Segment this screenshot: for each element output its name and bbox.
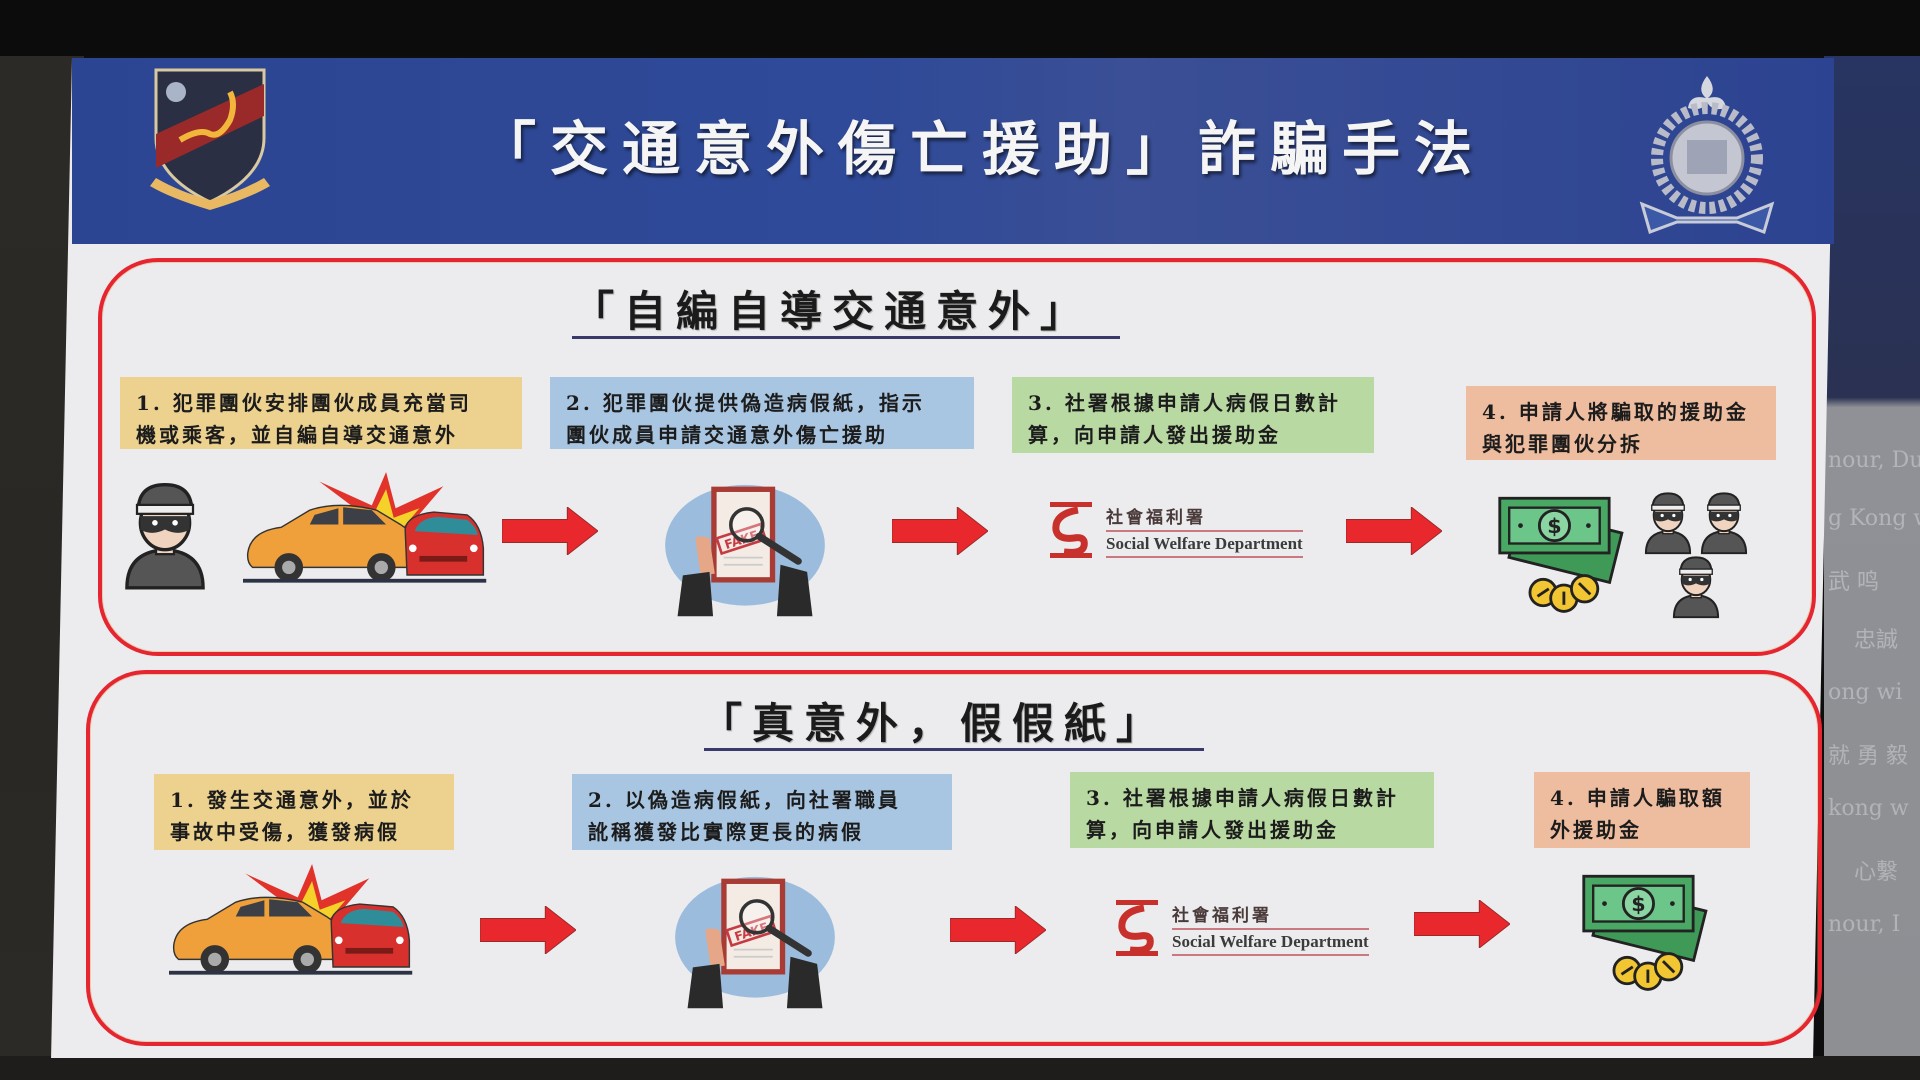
step-text-line: 算，向申請人發出援助金 xyxy=(1086,818,1339,842)
backdrop-text: g Kong w xyxy=(1828,506,1920,531)
social-welfare-department-logo: 社會福利署 Social Welfare Department xyxy=(1112,896,1369,960)
arrow-right-icon xyxy=(892,507,988,555)
arrow-right-icon xyxy=(1414,900,1510,948)
backdrop-text: ong wi xyxy=(1828,680,1903,705)
background-backdrop-panel: nour, Du g Kong w 武 鸣 忠誠 ong wi 就 勇 毅 ko… xyxy=(1824,56,1920,1060)
backdrop-text: nour, Du xyxy=(1828,448,1920,473)
step-text-line: 4. 申請人騙取額 xyxy=(1550,786,1725,810)
bottom-dark-band xyxy=(0,1056,1920,1080)
step-text-line: 算，向申請人發出援助金 xyxy=(1028,423,1281,447)
step-text-line: 團伙成員申請交通意外傷亡援助 xyxy=(566,423,888,447)
car-crash-icon xyxy=(168,864,418,988)
backdrop-text: 就 勇 毅 xyxy=(1828,744,1908,769)
money-icon xyxy=(1580,868,1712,992)
step-text-line: 4. 申請人將騙取的援助金 xyxy=(1482,400,1749,424)
title-underline xyxy=(572,336,1120,339)
step-text-line: 3. 社署根據申請人病假日數計 xyxy=(1086,786,1399,810)
step-2-box: 2. 以偽造病假紙，向社署職員 訛稱獲發比實際更長的病假 xyxy=(572,774,952,850)
page-title: 「交通意外傷亡援助」詐騙手法 xyxy=(477,115,1486,183)
thief-icon xyxy=(120,478,210,590)
swd-mark-icon xyxy=(1112,896,1162,960)
backdrop-text: 忠誠 xyxy=(1854,628,1899,653)
thief-icon xyxy=(1698,488,1750,556)
arrow-right-icon xyxy=(1346,507,1442,555)
section-title: 「自編自導交通意外」 xyxy=(572,287,1093,336)
thief-icon xyxy=(1670,552,1722,620)
swd-english-name: Social Welfare Department xyxy=(1106,531,1303,558)
step-3-box: 3. 社署根據申請人病假日數計 算，向申請人發出援助金 xyxy=(1012,377,1374,453)
step-4-box: 4. 申請人將騙取的援助金 與犯罪團伙分拆 xyxy=(1466,386,1776,460)
step-text-line: 3. 社署根據申請人病假日數計 xyxy=(1028,391,1341,415)
swd-chinese-name: 社會福利署 xyxy=(1106,502,1303,532)
step-text-line: 機或乘客，並自編自導交通意外 xyxy=(136,423,458,447)
crime-bureau-crest-icon xyxy=(150,68,270,210)
step-text-line: 2. 犯罪團伙提供偽造病假紙，指示 xyxy=(566,391,925,415)
hong-kong-police-badge-icon xyxy=(1639,76,1775,234)
scheme-section-staged-accident: 「自編自導交通意外」 1. 犯罪團伙安排團伙成員充當司 機或乘客，並自編自導交通… xyxy=(98,258,1816,656)
swd-english-name: Social Welfare Department xyxy=(1172,929,1369,956)
swd-mark-icon xyxy=(1046,498,1096,562)
backdrop-text: nour, I xyxy=(1828,912,1901,937)
car-crash-icon xyxy=(242,472,492,596)
step-text-line: 1. 發生交通意外，並於 xyxy=(170,788,414,812)
step-1-box: 1. 發生交通意外，並於 事故中受傷，獲發病假 xyxy=(154,774,454,850)
arrow-right-icon xyxy=(502,507,598,555)
section-title: 「真意外，假假紙」 xyxy=(700,699,1169,748)
backdrop-text: 武 鸣 xyxy=(1828,570,1879,595)
scheme-section-real-accident-fake-note: 「真意外，假假紙」 1. 發生交通意外，並於 事故中受傷，獲發病假 2. 以偽造… xyxy=(86,670,1822,1046)
slide-header: 「交通意外傷亡援助」詐騙手法 xyxy=(72,58,1834,244)
backdrop-text: 心繫 xyxy=(1854,860,1899,885)
fake-document-icon xyxy=(656,476,834,618)
step-3-box: 3. 社署根據申請人病假日數計 算，向申請人發出援助金 xyxy=(1070,772,1434,848)
fake-document-icon xyxy=(666,868,844,1010)
money-icon xyxy=(1496,490,1628,614)
arrow-right-icon xyxy=(950,906,1046,954)
social-welfare-department-logo: 社會福利署 Social Welfare Department xyxy=(1046,498,1303,562)
title-underline xyxy=(704,748,1204,751)
step-text-line: 事故中受傷，獲發病假 xyxy=(170,820,400,844)
step-4-box: 4. 申請人騙取額 外援助金 xyxy=(1534,772,1750,848)
top-black-bar xyxy=(0,0,1920,56)
step-text-line: 2. 以偽造病假紙，向社署職員 xyxy=(588,788,901,812)
step-text-line: 與犯罪團伙分拆 xyxy=(1482,432,1643,456)
step-text-line: 1. 犯罪團伙安排團伙成員充當司 xyxy=(136,391,472,415)
presentation-slide: 「交通意外傷亡援助」詐騙手法 「自編自導交通意外」 1. 犯罪團伙安排團伙成員充… xyxy=(51,58,1835,1058)
step-2-box: 2. 犯罪團伙提供偽造病假紙，指示 團伙成員申請交通意外傷亡援助 xyxy=(550,377,974,449)
swd-chinese-name: 社會福利署 xyxy=(1172,900,1369,930)
step-1-box: 1. 犯罪團伙安排團伙成員充當司 機或乘客，並自編自導交通意外 xyxy=(120,377,522,449)
arrow-right-icon xyxy=(480,906,576,954)
backdrop-text: kong w xyxy=(1828,796,1909,821)
step-text-line: 訛稱獲發比實際更長的病假 xyxy=(588,820,864,844)
step-text-line: 外援助金 xyxy=(1550,818,1642,842)
thief-icon xyxy=(1642,488,1694,556)
